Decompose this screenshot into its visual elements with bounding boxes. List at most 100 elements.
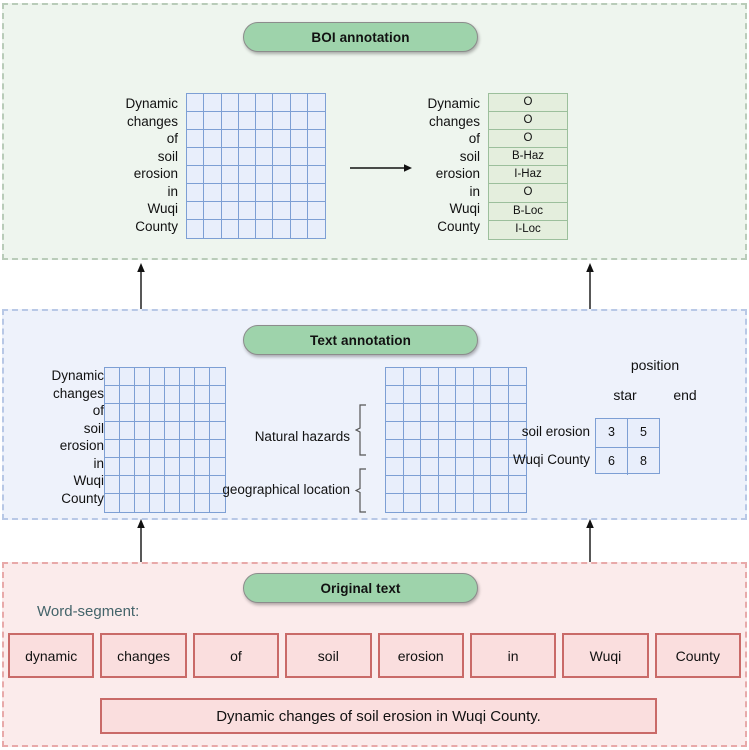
grid-cell: [421, 476, 439, 494]
grid-cell: [491, 458, 509, 476]
grid-cell: [386, 422, 404, 440]
grid-cell: [135, 368, 150, 386]
grid-cell: [290, 166, 308, 184]
grid-cell: [386, 458, 404, 476]
brace-icon: [355, 468, 366, 513]
grid-cell: [508, 368, 526, 386]
grid-cell: [180, 440, 195, 458]
grid-cell: [290, 112, 308, 130]
grid-cell: [221, 202, 239, 220]
position-row-label: soil erosion: [521, 424, 590, 439]
token-label: Wuqi: [147, 201, 178, 216]
position-table-title: position: [630, 357, 680, 373]
grid-cell: [165, 440, 180, 458]
grid-cell: [105, 476, 120, 494]
grid-cell: [473, 458, 491, 476]
grid-cell: [491, 494, 509, 512]
grid-cell: [180, 422, 195, 440]
grid-cell: [210, 440, 225, 458]
table-row: 3 5: [596, 419, 659, 447]
position-row-label: Wuqi County: [512, 452, 590, 467]
grid-cell: [210, 458, 225, 476]
grid-cell: [438, 404, 456, 422]
grid-cell: [187, 184, 205, 202]
grid-cell: [491, 440, 509, 458]
word-segment-row: dynamic changes of soil erosion in Wuqi …: [8, 633, 741, 678]
up-arrow-icon: [137, 263, 145, 315]
grid-cell: [508, 440, 526, 458]
grid-cell: [165, 476, 180, 494]
token-label: County: [135, 218, 178, 234]
grid-cell: [473, 476, 491, 494]
grid-cell: [403, 386, 421, 404]
word-segment-box: of: [192, 633, 280, 678]
grid-cell: [273, 94, 291, 112]
grid-cell: [456, 422, 474, 440]
grid-cell: [473, 368, 491, 386]
grid-cell: [421, 422, 439, 440]
grid-cell: [135, 440, 150, 458]
grid-cell: [221, 184, 239, 202]
embedding-grid-text-left: [104, 367, 226, 513]
boi-tag-cell: O: [489, 94, 567, 113]
word-segment-box: soil: [285, 633, 372, 678]
grid-cell: [238, 166, 256, 184]
entity-label-geographical-location: geographical location: [222, 482, 350, 497]
token-label: in: [93, 455, 104, 471]
grid-cell: [256, 112, 274, 130]
token-label: Wuqi: [73, 473, 104, 488]
token-label: erosion: [59, 438, 104, 453]
grid-cell: [187, 112, 205, 130]
grid-cell: [256, 94, 274, 112]
up-arrow-icon: [586, 263, 594, 315]
grid-cell: [180, 476, 195, 494]
token-labels-text-left: Dynamic changes of soil erosion in Wuqi …: [0, 367, 104, 507]
grid-cell: [386, 404, 404, 422]
grid-cell: [120, 386, 135, 404]
grid-cell: [473, 440, 491, 458]
position-header-star: star: [613, 387, 637, 403]
grid-cell: [221, 166, 239, 184]
grid-cell: [438, 494, 456, 512]
grid-cell: [105, 386, 120, 404]
position-cell-star: 3: [596, 419, 628, 447]
grid-cell: [165, 494, 180, 512]
word-segment-box: erosion: [377, 633, 464, 678]
grid-cell: [473, 386, 491, 404]
token-label: soil: [157, 148, 178, 164]
grid-cell: [204, 166, 222, 184]
token-label: in: [469, 183, 480, 199]
brace-icon: [355, 404, 366, 456]
grid-cell: [150, 440, 165, 458]
word-segment-box: County: [654, 633, 741, 678]
grid-cell: [195, 368, 210, 386]
grid-cell: [491, 422, 509, 440]
grid-cell: [256, 220, 274, 238]
grid-cell: [473, 422, 491, 440]
grid-cell: [421, 368, 439, 386]
grid-cell: [307, 112, 325, 130]
grid-cell: [195, 386, 210, 404]
grid-cell: [180, 386, 195, 404]
grid-cell: [180, 404, 195, 422]
grid-cell: [221, 220, 239, 238]
boi-tag-cell: I-Loc: [489, 220, 567, 239]
grid-cell: [135, 458, 150, 476]
grid-cell: [238, 184, 256, 202]
grid-cell: [508, 386, 526, 404]
grid-cell: [456, 404, 474, 422]
grid-cell: [256, 130, 274, 148]
grid-cell: [195, 404, 210, 422]
grid-cell: [120, 368, 135, 386]
word-segment-box: Wuqi: [562, 633, 649, 678]
grid-cell: [421, 458, 439, 476]
grid-cell: [273, 148, 291, 166]
grid-cell: [221, 130, 239, 148]
grid-cell: [491, 476, 509, 494]
grid-cell: [403, 494, 421, 512]
grid-cell: [210, 368, 225, 386]
position-cell-end: 8: [640, 453, 647, 468]
token-labels-boi-left: Dynamic changes of soil erosion in Wuqi …: [78, 95, 178, 235]
token-label: Dynamic: [427, 96, 480, 111]
